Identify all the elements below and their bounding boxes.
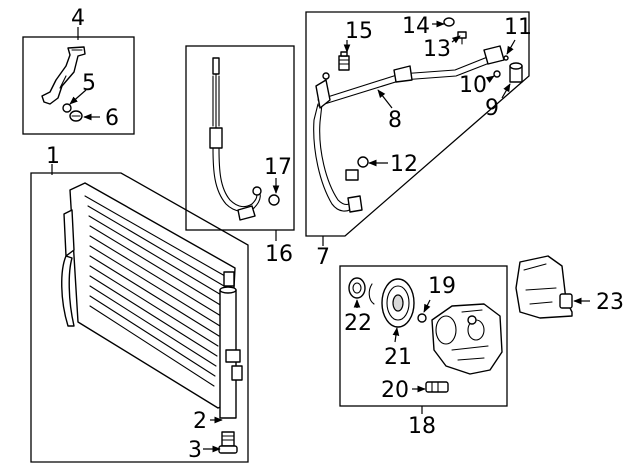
callout-22: 22: [344, 311, 372, 336]
group-7-frame: [305, 11, 530, 237]
discharge-hose: [209, 57, 262, 221]
mount-bracket-part-23: [515, 255, 590, 319]
callout-21: 21: [384, 345, 412, 370]
cap-part-6: [69, 110, 83, 122]
callout-6: 6: [105, 106, 119, 131]
callout-10: 10: [459, 73, 487, 98]
o-ring-part-14: [443, 17, 455, 27]
leader-9: [501, 83, 511, 99]
valve-part-15: [338, 51, 350, 71]
callout-11: 11: [504, 15, 532, 40]
callout-20: 20: [381, 378, 409, 403]
suction-line: [313, 45, 505, 213]
o-ring-part-11: [503, 55, 509, 61]
leader-8: [377, 89, 393, 109]
group-1-frame: [30, 172, 249, 463]
leader-5: [69, 89, 87, 105]
callout-8: 8: [388, 108, 402, 133]
clutch-hub-part-22: [348, 277, 366, 299]
callout-14: 14: [402, 14, 430, 39]
relief-valve-part-20: [425, 381, 449, 393]
callout-18: 18: [408, 414, 436, 439]
leader-19: [423, 299, 431, 313]
callout-7: 7: [316, 245, 330, 270]
o-ring-part-17: [268, 194, 280, 206]
group-16-frame: [185, 45, 295, 231]
bolt-part-13: [457, 31, 467, 45]
callout-23: 23: [596, 290, 624, 315]
callout-13: 13: [423, 37, 451, 62]
o-ring-part-12: [357, 156, 369, 168]
compressor-body: [431, 303, 503, 375]
drain-plug-part-3: [218, 431, 238, 454]
callout-5: 5: [82, 71, 96, 96]
group-16-hose-box: [185, 45, 295, 241]
condenser-core: [61, 182, 236, 409]
group-18-frame: [339, 265, 508, 407]
pulley-part-21: [381, 278, 415, 328]
receiver-drier: [219, 271, 243, 419]
group-7-suction-line-box: [305, 11, 530, 246]
bracket-part: [41, 46, 86, 105]
washer-part-5: [62, 103, 72, 113]
leader-10: [485, 75, 495, 83]
callout-15: 15: [345, 19, 373, 44]
switch-part-9: [509, 62, 523, 83]
leader-11: [506, 39, 516, 55]
callout-4: 4: [71, 6, 85, 31]
group-1-condenser-box: [30, 164, 249, 463]
snap-ring-part: [368, 283, 375, 305]
group-4-bracket-box: [22, 27, 135, 135]
leader-13: [451, 35, 461, 44]
callout-19: 19: [428, 274, 456, 299]
callout-labels: 4 5 6 1 2 3 17 16 15 14 13 11 10 9 8 12 …: [46, 6, 624, 463]
o-ring-part-10: [493, 70, 501, 78]
callout-12: 12: [390, 152, 418, 177]
callout-9: 9: [485, 96, 499, 121]
callout-2: 2: [193, 409, 207, 434]
group-18-compressor-box: [339, 265, 508, 414]
callout-1: 1: [46, 144, 60, 169]
callout-17: 17: [264, 155, 292, 180]
callout-3: 3: [188, 438, 202, 463]
callout-16: 16: [265, 242, 293, 267]
o-ring-part-19: [417, 313, 427, 323]
leader-21: [392, 327, 400, 343]
